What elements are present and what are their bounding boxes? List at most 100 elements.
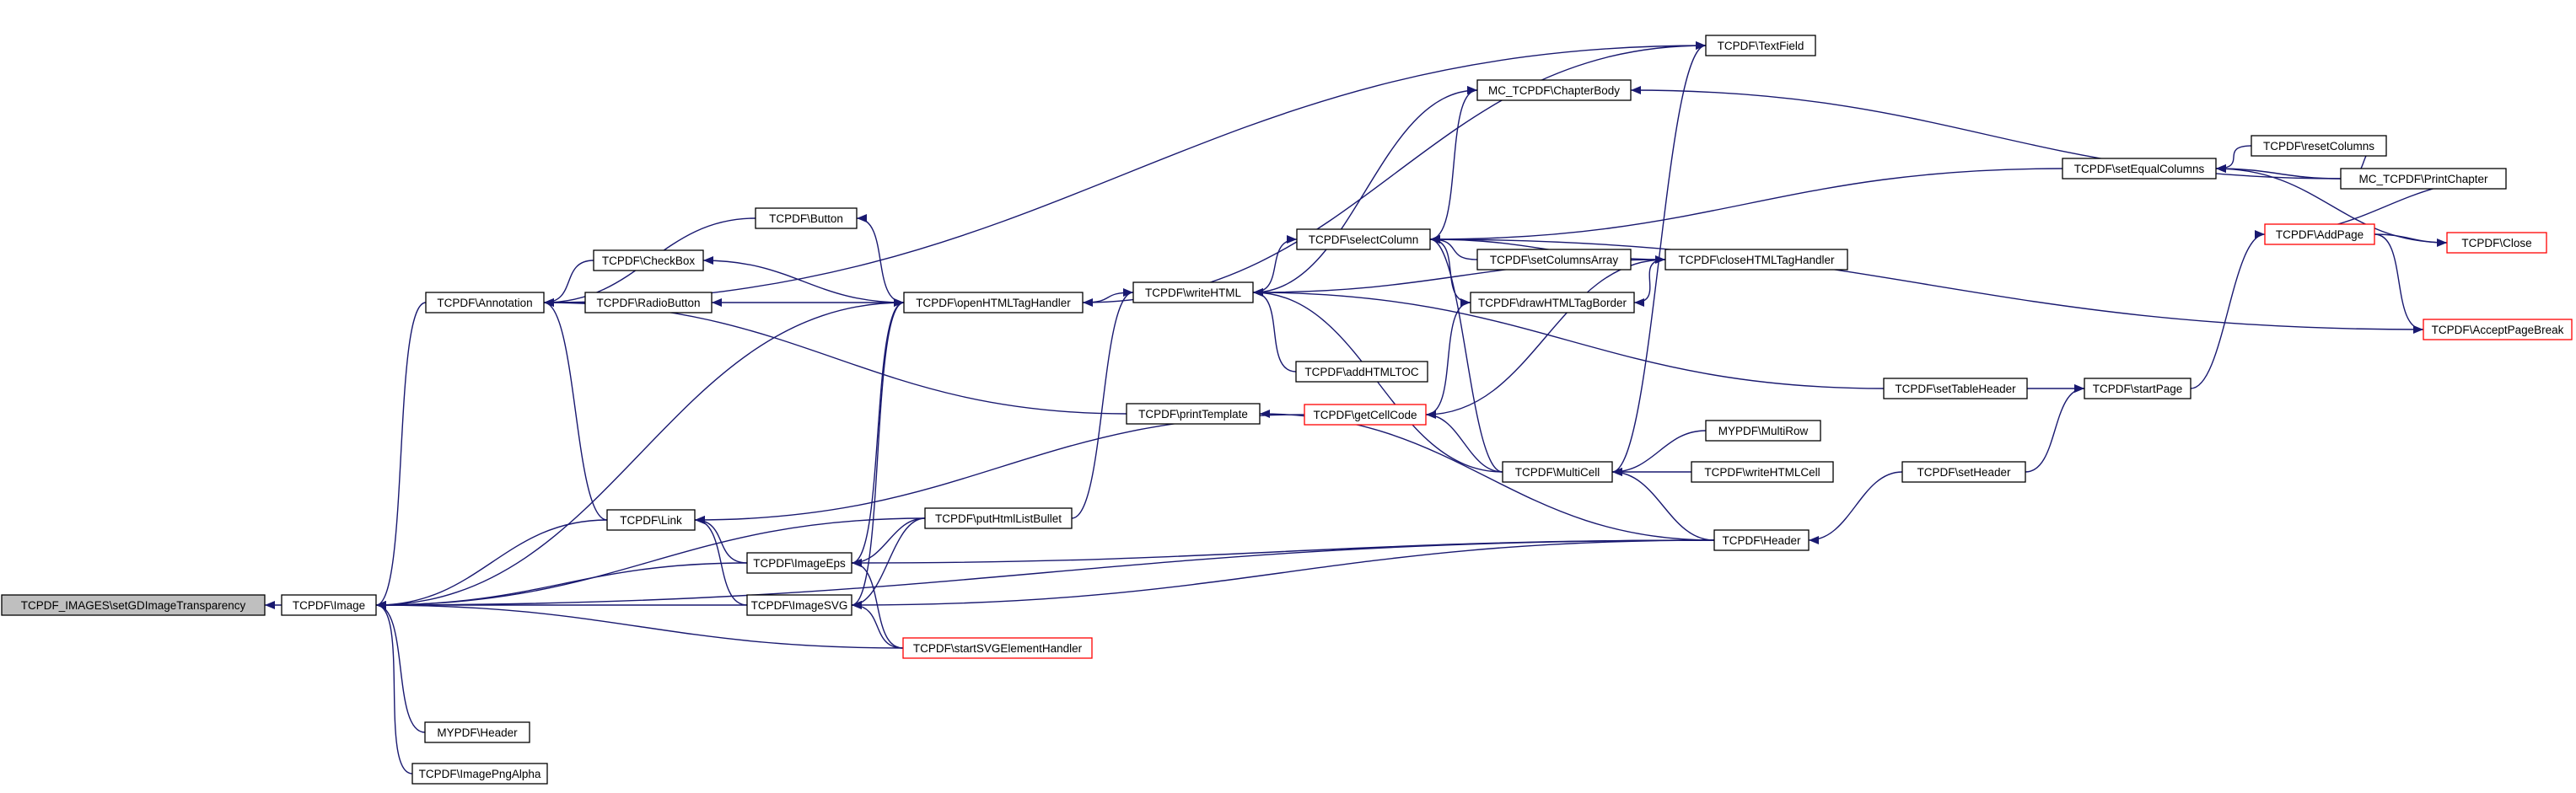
node-setheader[interactable]: TCPDF\setHeader xyxy=(1901,461,2026,483)
node-puthtmllistbullet[interactable]: TCPDF\putHtmlListBullet xyxy=(924,507,1073,529)
edge-puthtmllistbullet-to-writehtml xyxy=(1071,288,1134,519)
node-startpage[interactable]: TCPDF\startPage xyxy=(2084,378,2191,399)
edge-link-to-image xyxy=(375,519,608,609)
node-box xyxy=(584,292,713,313)
edge-line xyxy=(851,517,926,567)
node-setcolumnsarray[interactable]: TCPDF\setColumnsArray xyxy=(1476,249,1632,271)
edge-line xyxy=(851,298,905,606)
edge-openhtmltaghandler-to-image xyxy=(375,302,905,609)
edge-printtemplate-to-annotation xyxy=(543,298,1127,415)
edge-annotation-to-image xyxy=(375,302,427,609)
node-box xyxy=(1304,404,1427,426)
node-multirow[interactable]: MYPDF\MultiRow xyxy=(1705,420,1821,442)
node-label: TCPDF\selectColumn xyxy=(1309,233,1419,246)
node-chapterbody[interactable]: MC_TCPDF\ChapterBody xyxy=(1476,79,1632,101)
node-startsvgelementhandler[interactable]: TCPDF\startSVGElementHandler xyxy=(902,637,1093,659)
node-box xyxy=(746,594,852,616)
node-box xyxy=(1705,35,1816,56)
edge-settableheader-to-writehtml xyxy=(1252,288,1885,389)
node-closehtmltaghandler[interactable]: TCPDF\closeHTMLTagHandler xyxy=(1664,249,1848,271)
node-label: TCPDF\ImageEps xyxy=(753,557,846,570)
node-imagepngalpha[interactable]: TCPDF\ImagePngAlpha xyxy=(411,763,548,785)
edge-header-to-imageeps xyxy=(851,539,1715,567)
node-image[interactable]: TCPDF\Image xyxy=(281,594,377,616)
node-label: TCPDF\startSVGElementHandler xyxy=(913,642,1083,655)
node-box xyxy=(755,207,858,229)
node-radiobutton[interactable]: TCPDF\RadioButton xyxy=(584,292,713,313)
node-header[interactable]: TCPDF\Header xyxy=(1713,529,1810,551)
node-label: TCPDF\drawHTMLTagBorder xyxy=(1478,297,1627,309)
edge-link-to-annotation xyxy=(543,298,608,521)
edge-line xyxy=(543,298,608,521)
node-addhtmltoc[interactable]: TCPDF\addHTMLTOC xyxy=(1295,361,1428,383)
node-label: TCPDF\putHtmlListBullet xyxy=(935,512,1062,525)
node-box xyxy=(1470,292,1635,313)
node-imagesvg[interactable]: TCPDF\ImageSVG xyxy=(746,594,852,616)
node-multicell[interactable]: TCPDF\MultiCell xyxy=(1502,461,1613,483)
edge-imageeps-to-image xyxy=(375,562,748,609)
edge-getcellcode-to-closehtmltaghandler xyxy=(1425,255,1666,415)
node-openhtmltaghandler[interactable]: TCPDF\openHTMLTagHandler xyxy=(903,292,1084,313)
node-box xyxy=(1126,403,1261,425)
edge-line xyxy=(2215,145,2252,173)
node-addpage[interactable]: TCPDF\AddPage xyxy=(2264,223,2375,245)
node-printtemplate[interactable]: TCPDF\printTemplate xyxy=(1126,403,1261,425)
node-mypdfheader[interactable]: MYPDF\Header xyxy=(424,721,530,743)
edge-line xyxy=(375,601,426,733)
edge-puthtmllistbullet-to-imagesvg xyxy=(851,517,926,609)
node-label: TCPDF\ImagePngAlpha xyxy=(419,768,541,780)
node-label: TCPDF\Image xyxy=(293,599,365,612)
node-drawhtmltagborder[interactable]: TCPDF\drawHTMLTagBorder xyxy=(1470,292,1635,313)
node-label: TCPDF\Header xyxy=(1722,534,1801,547)
edge-line xyxy=(2025,384,2085,473)
edge-setheader-to-startpage xyxy=(2025,384,2085,473)
node-box xyxy=(1296,228,1431,250)
node-box xyxy=(2340,168,2507,190)
node-selectcolumn[interactable]: TCPDF\selectColumn xyxy=(1296,228,1431,250)
node-box xyxy=(746,552,852,574)
edge-setheader-to-header xyxy=(1808,471,1903,544)
edge-openhtmltaghandler-to-checkbox xyxy=(702,256,905,303)
edge-line xyxy=(1425,298,1471,415)
node-label: MYPDF\Header xyxy=(437,726,518,739)
edge-writehtml-to-chapterbody xyxy=(1252,86,1478,293)
node-checkbox[interactable]: TCPDF\CheckBox xyxy=(593,249,704,271)
node-box xyxy=(424,721,530,743)
node-imageeps[interactable]: TCPDF\ImageEps xyxy=(746,552,852,574)
node-button[interactable]: TCPDF\Button xyxy=(755,207,858,229)
node-setequalcolumns[interactable]: TCPDF\setEqualColumns xyxy=(2062,158,2217,179)
node-textfield[interactable]: TCPDF\TextField xyxy=(1705,35,1816,56)
node-box xyxy=(1901,461,2026,483)
edge-resetcolumns-to-setequalcolumns xyxy=(2215,145,2252,173)
node-label: TCPDF\resetColumns xyxy=(2263,140,2374,153)
node-label: TCPDF\setColumnsArray xyxy=(1490,254,1619,266)
node-printchapter[interactable]: MC_TCPDF\PrintChapter xyxy=(2340,168,2507,190)
edge-line xyxy=(1633,259,1666,307)
edge-line xyxy=(1071,288,1134,519)
node-label: TCPDF\openHTMLTagHandler xyxy=(916,297,1071,309)
node-box xyxy=(1476,79,1632,101)
node-box xyxy=(606,509,696,531)
node-writehtml[interactable]: TCPDF\writeHTML xyxy=(1132,281,1254,303)
node-link[interactable]: TCPDF\Link xyxy=(606,509,696,531)
node-acceptpagebreak[interactable]: TCPDF\AcceptPageBreak xyxy=(2423,319,2573,340)
node-resetcolumns[interactable]: TCPDF\resetColumns xyxy=(2251,135,2387,157)
node-annotation[interactable]: TCPDF\Annotation xyxy=(425,292,545,313)
node-box xyxy=(281,594,377,616)
edge-startsvgelementhandler-to-image xyxy=(375,601,904,649)
node-label: TCPDF\CheckBox xyxy=(602,255,696,267)
edge-line xyxy=(851,517,926,609)
node-writehtmlcell[interactable]: TCPDF\writeHTMLCell xyxy=(1691,461,1834,483)
node-label: TCPDF\MultiCell xyxy=(1515,466,1600,479)
node-settableheader[interactable]: TCPDF\setTableHeader xyxy=(1883,378,2028,399)
node-getcellcode[interactable]: TCPDF\getCellCode xyxy=(1304,404,1427,426)
edge-openhtmltaghandler-to-button xyxy=(856,214,905,303)
edge-line xyxy=(2190,230,2266,389)
edge-imageeps-to-openhtmltaghandler xyxy=(851,298,905,564)
node-label: TCPDF\addHTMLTOC xyxy=(1304,366,1419,378)
edge-line xyxy=(1252,288,1297,372)
node-box xyxy=(1883,378,2028,399)
node-label: TCPDF\Annotation xyxy=(437,297,532,309)
node-close[interactable]: TCPDF\Close xyxy=(2446,232,2547,254)
edge-line xyxy=(1252,86,1478,293)
